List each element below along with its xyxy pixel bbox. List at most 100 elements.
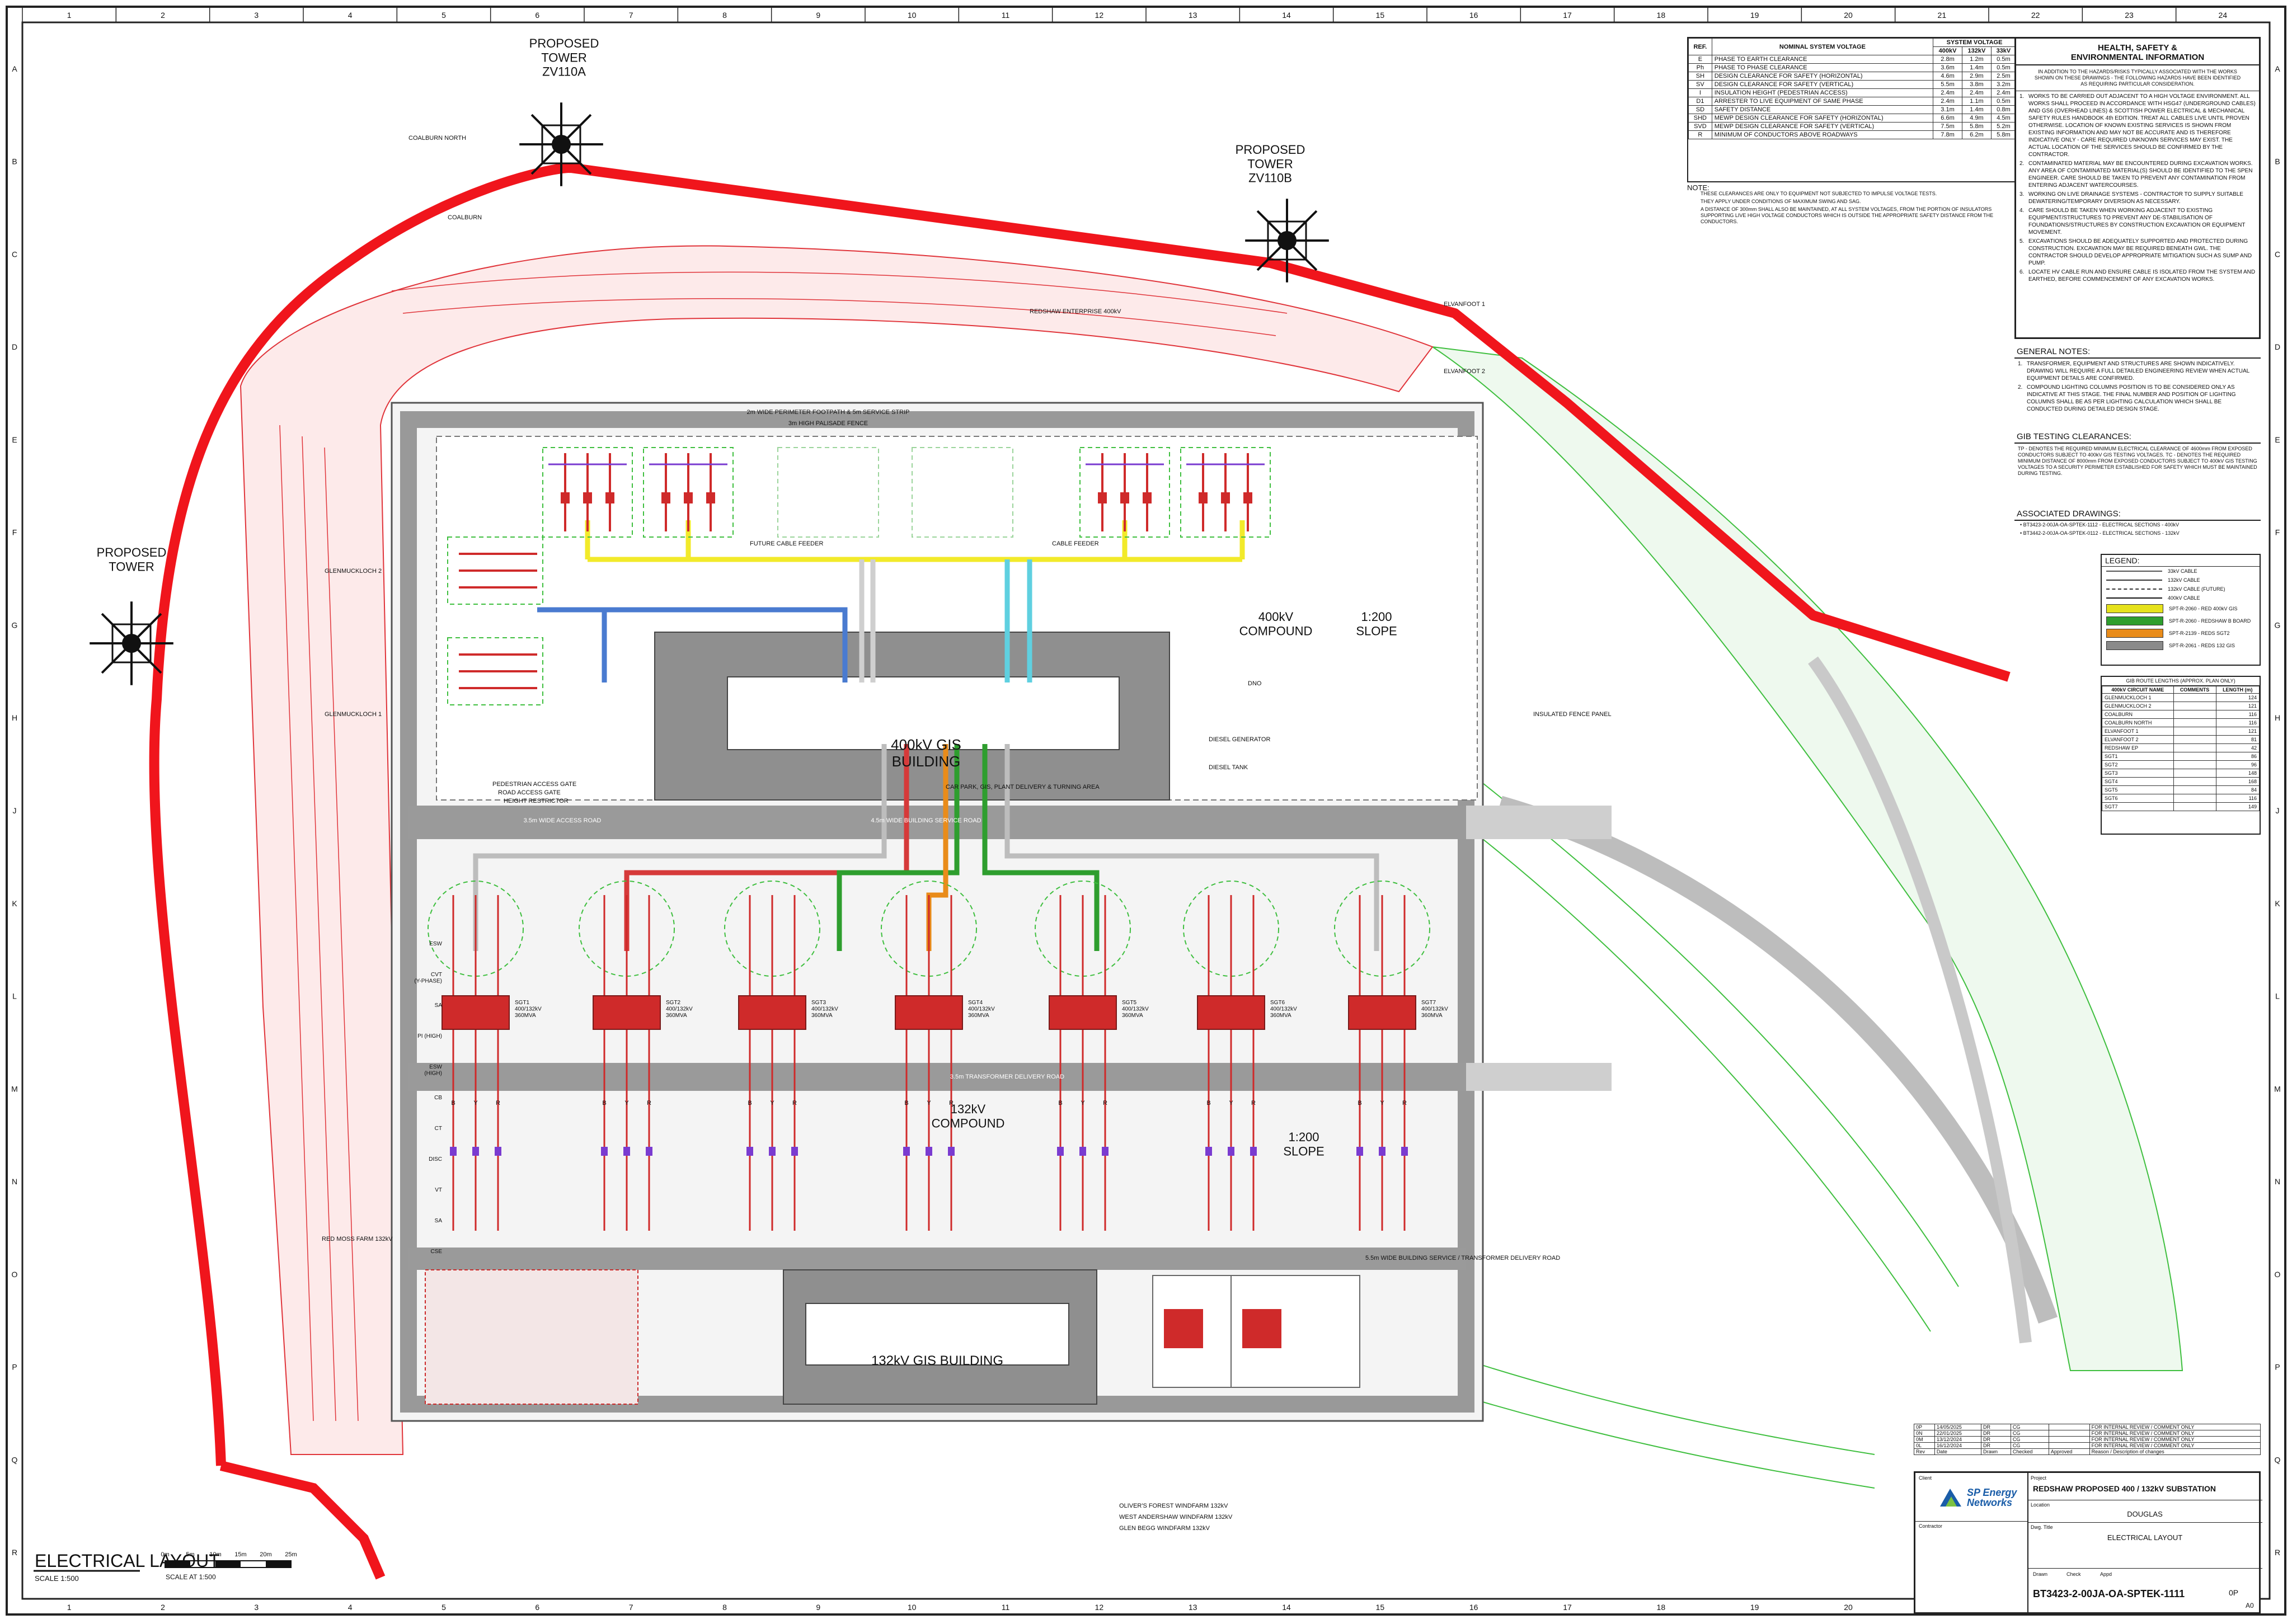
gis-hall-132kv bbox=[805, 1303, 1069, 1366]
bay-label: ESW(HIGH) bbox=[424, 1064, 442, 1077]
hse-item-number: 4. bbox=[2019, 208, 2025, 214]
clearance-value: 1.2m bbox=[1961, 55, 1992, 64]
grid-col-top: 4 bbox=[348, 11, 353, 20]
grid-col-top: 21 bbox=[1938, 11, 1947, 20]
transformer-body bbox=[1197, 995, 1265, 1030]
circuit-coalburn-north: COALBURN NORTH bbox=[408, 135, 466, 142]
bay-label: CVT(Y-PHASE) bbox=[414, 972, 442, 985]
grid-col-bottom: 14 bbox=[1282, 1603, 1291, 1612]
clearance-value: 0.5m bbox=[1990, 97, 2017, 106]
gib-testing-text: TP - DENOTES THE REQUIRED MINIMUM ELECTR… bbox=[2018, 446, 2257, 476]
gib-route-name: ELVANFOOT 2 bbox=[2102, 735, 2174, 744]
gib-route-length: 116 bbox=[2215, 710, 2260, 719]
phase-label: B bbox=[748, 1100, 752, 1107]
clearance-value: 2.4m bbox=[1933, 97, 1962, 106]
legend-fill-label: SPT-R-2060 - RED 400kV GIS bbox=[2169, 606, 2238, 611]
tb-project: REDSHAW PROPOSED 400 / 132kV SUBSTATION bbox=[2033, 1484, 2216, 1493]
legend-fill-swatch bbox=[2106, 604, 2163, 613]
grid-col-top: 11 bbox=[1002, 11, 1010, 20]
revision-cell: CG bbox=[2010, 1424, 2049, 1430]
circuit-elvanfoot-1: ELVANFOOT 1 bbox=[1444, 301, 1485, 308]
gis-132-label: 132kV GIS BUILDING bbox=[871, 1353, 1003, 1368]
grid-row-left: F bbox=[12, 528, 17, 537]
road-label-access: 3.5m WIDE ACCESS ROAD bbox=[524, 817, 602, 824]
grid-col-top: 1 bbox=[67, 11, 72, 20]
clearance-value: 1.4m bbox=[1961, 105, 1992, 114]
grid-col-bottom: 9 bbox=[816, 1603, 820, 1612]
clearance-value: 3.8m bbox=[1961, 80, 1992, 89]
phase-label: Y bbox=[1081, 1100, 1085, 1107]
building-service-road-132 bbox=[408, 1248, 1466, 1270]
clearance-ref: R bbox=[1688, 130, 1712, 139]
transformer-bay bbox=[1334, 881, 1430, 1231]
gib-route-name: SGT6 bbox=[2102, 794, 2174, 803]
legend-line-label: 132kV CABLE (FUTURE) bbox=[2168, 586, 2225, 592]
gib-route-comment bbox=[2173, 710, 2216, 719]
clearance-value: 4.6m bbox=[1933, 72, 1962, 81]
bay-400kv-west bbox=[447, 536, 543, 605]
phase-label: Y bbox=[927, 1100, 931, 1107]
hse-item: 4.CARE SHOULD BE TAKEN WHEN WORKING ADJA… bbox=[2019, 207, 2256, 236]
clearance-value: 3.1m bbox=[1933, 105, 1962, 114]
callout-height-restrictor: HEIGHT RESTRICTOR bbox=[504, 798, 569, 804]
hse-item: 6.LOCATE HV CABLE RUN AND ENSURE CABLE I… bbox=[2019, 269, 2256, 283]
revision-header-cell: Drawn bbox=[1981, 1448, 2011, 1455]
hse-item-text: WORKS TO BE CARRIED OUT ADJACENT TO A HI… bbox=[2028, 93, 2256, 158]
legend-line-swatch bbox=[2106, 571, 2162, 572]
grid-row-right: Q bbox=[2275, 1455, 2281, 1464]
phase-label: Y bbox=[1229, 1100, 1233, 1107]
gib-route-length: 149 bbox=[2215, 802, 2260, 811]
hse-item-number: 1. bbox=[2019, 93, 2025, 100]
clearance-header-desc: NOMINAL SYSTEM VOLTAGE bbox=[1711, 38, 1934, 55]
revision-cell: 0L bbox=[1914, 1442, 1935, 1449]
clearance-table: REF. NOMINAL SYSTEM VOLTAGE SYSTEM VOLTA… bbox=[1688, 38, 2017, 139]
clearance-value: 3.2m bbox=[1990, 80, 2017, 89]
grid-row-left: L bbox=[12, 992, 17, 1001]
gib-route-comment bbox=[2173, 727, 2216, 736]
road-label-fence: 3m HIGH PALISADE FENCE bbox=[788, 420, 868, 427]
associated-item: • BT3442-2-00JA-OA-SPTEK-0112 - ELECTRIC… bbox=[2020, 530, 2180, 536]
callout-road-gate: ROAD ACCESS GATE bbox=[498, 789, 561, 796]
grid-col-top: 9 bbox=[816, 11, 820, 20]
revision-cell: FOR INTERNAL REVIEW / COMMENT ONLY bbox=[2089, 1424, 2261, 1430]
grid-col-top: 14 bbox=[1282, 11, 1291, 20]
bays-400kv bbox=[447, 447, 1271, 705]
grid-row-left: P bbox=[12, 1363, 17, 1372]
scale-bar bbox=[165, 1560, 292, 1568]
tb-appd: Appd bbox=[2100, 1571, 2112, 1577]
clearance-desc: MEWP DESIGN CLEARANCE FOR SAFETY (HORIZO… bbox=[1711, 114, 1934, 123]
revision-header-cell: Reason / Description of changes bbox=[2089, 1448, 2261, 1455]
grid-row-left: R bbox=[12, 1548, 17, 1557]
clearance-ref: SD bbox=[1688, 105, 1712, 114]
gib-route-h2: LENGTH (m) bbox=[2215, 686, 2260, 694]
phase-label: R bbox=[792, 1100, 797, 1107]
hse-item-text: WORKING ON LIVE DRAINAGE SYSTEMS - CONTR… bbox=[2028, 191, 2243, 205]
clearance-ref: SVD bbox=[1688, 122, 1712, 131]
grid-col-top: 8 bbox=[722, 11, 727, 20]
clearance-header-ref: REF. bbox=[1688, 38, 1712, 55]
grid-col-bottom: 4 bbox=[348, 1603, 353, 1612]
scale-tick-label: 0m bbox=[161, 1551, 169, 1558]
company-logo: SP Energy Networks bbox=[1938, 1486, 2023, 1509]
gib-route-comment bbox=[2173, 693, 2216, 702]
legend-fill-item: SPT-R-2139 - REDS SGT2 bbox=[2102, 627, 2260, 639]
bay-label: DISC bbox=[429, 1156, 442, 1162]
hse-item-number: 6. bbox=[2019, 269, 2025, 275]
grid-col-top: 13 bbox=[1189, 11, 1197, 20]
gib-route-comment bbox=[2173, 760, 2216, 769]
clearance-note-label: NOTE: bbox=[1687, 183, 1709, 192]
transformer-bay bbox=[881, 881, 977, 1231]
phase-label: R bbox=[496, 1100, 500, 1107]
grid-col-top: 23 bbox=[2125, 11, 2134, 20]
scale-tick-label: 15m bbox=[234, 1551, 246, 1558]
clearance-desc: MEWP DESIGN CLEARANCE FOR SAFETY (VERTIC… bbox=[1711, 122, 1934, 131]
phase-label: R bbox=[1251, 1100, 1256, 1107]
